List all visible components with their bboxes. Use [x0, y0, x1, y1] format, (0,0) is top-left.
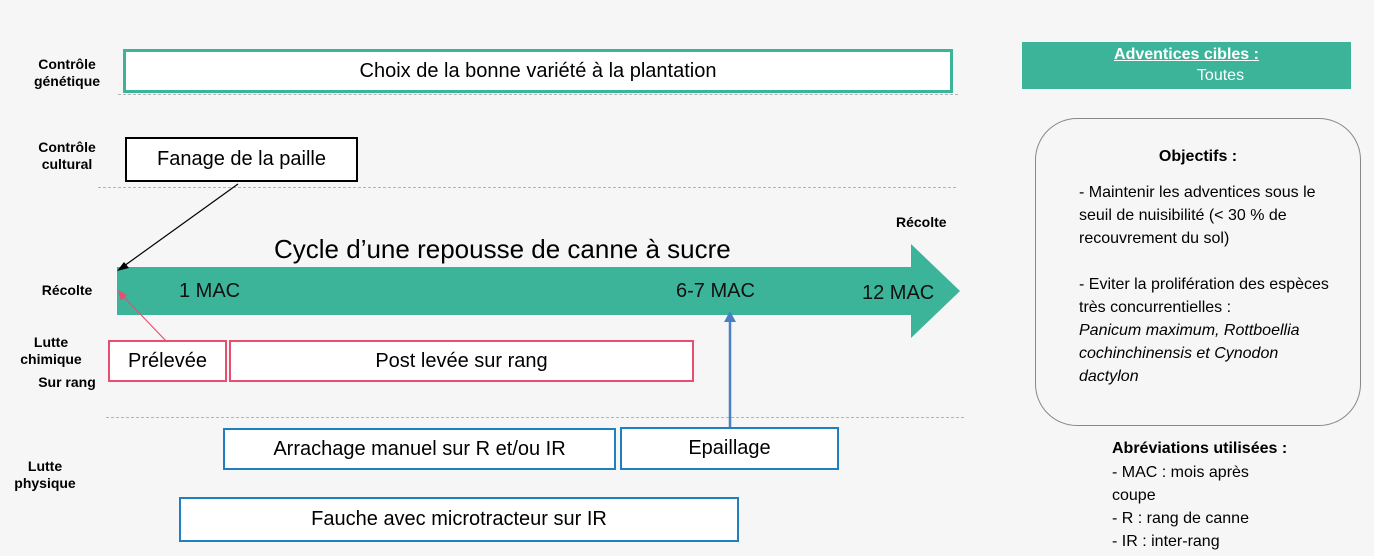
abbreviation-item: - IR : inter-rang — [1112, 533, 1220, 550]
hand-weeding-box: Arrachage manuel sur R et/ou IR — [223, 428, 616, 470]
preemergence-pointer-head — [118, 290, 127, 301]
objective-species: Panicum maximum, Rottboellia cochinchine… — [1079, 322, 1300, 385]
straw-pointer-head — [117, 262, 129, 271]
separator-line — [98, 187, 956, 188]
variety-choice-box: Choix de la bonne variété à la plantatio… — [123, 49, 953, 93]
objectives-heading: Objectifs : — [1158, 148, 1238, 165]
separator-line — [106, 417, 964, 418]
objective-item-1: - Maintenir les adventices sous le seuil… — [1079, 184, 1316, 247]
mac-mark-6-7: 6-7 MAC — [676, 280, 755, 302]
abbreviations-heading: Abréviations utilisées : — [1112, 440, 1288, 457]
target-weeds-heading: Adventices cibles : — [1114, 46, 1259, 63]
abbreviation-item: - R : rang de canne — [1112, 510, 1249, 527]
mac-mark-12: 12 MAC — [862, 282, 935, 304]
target-weeds-panel: Adventices cibles : Toutes — [1022, 42, 1351, 89]
mac-mark-1: 1 MAC — [179, 280, 241, 302]
preemergence-pointer-line — [122, 295, 168, 343]
row-label-cultural: Contrôle cultural — [38, 139, 96, 172]
row-label-chemical: Lutte chimique — [20, 334, 82, 367]
trashing-pointer-head — [724, 311, 736, 322]
row-label-harvest: Récolte — [41, 282, 93, 298]
objectives-panel: Objectifs : - Maintenir les adventices s… — [1035, 118, 1361, 426]
straw-turning-box: Fanage de la paille — [125, 137, 358, 182]
harvest-end-label: Récolte — [896, 214, 947, 230]
mowing-box: Fauche avec microtracteur sur IR — [179, 497, 739, 542]
target-weeds-value: Toutes — [1196, 67, 1245, 84]
trashing-box: Epaillage — [620, 427, 839, 470]
row-label-on-row: Sur rang — [38, 374, 96, 390]
objective-item-2: - Eviter la prolifération des espèces tr… — [1079, 276, 1329, 316]
postemergence-box: Post levée sur rang — [229, 340, 694, 382]
cycle-arrow — [117, 244, 960, 338]
abbreviation-item: - MAC : mois après coupe — [1112, 464, 1249, 504]
preemergence-box: Prélevée — [108, 340, 227, 382]
row-label-physical: Lutte physique — [14, 458, 76, 491]
separator-line — [118, 94, 958, 95]
straw-pointer-line — [123, 183, 239, 267]
cycle-title: Cycle d’une repousse de canne à sucre — [274, 234, 731, 264]
row-label-genetic: Contrôle génétique — [33, 56, 101, 89]
